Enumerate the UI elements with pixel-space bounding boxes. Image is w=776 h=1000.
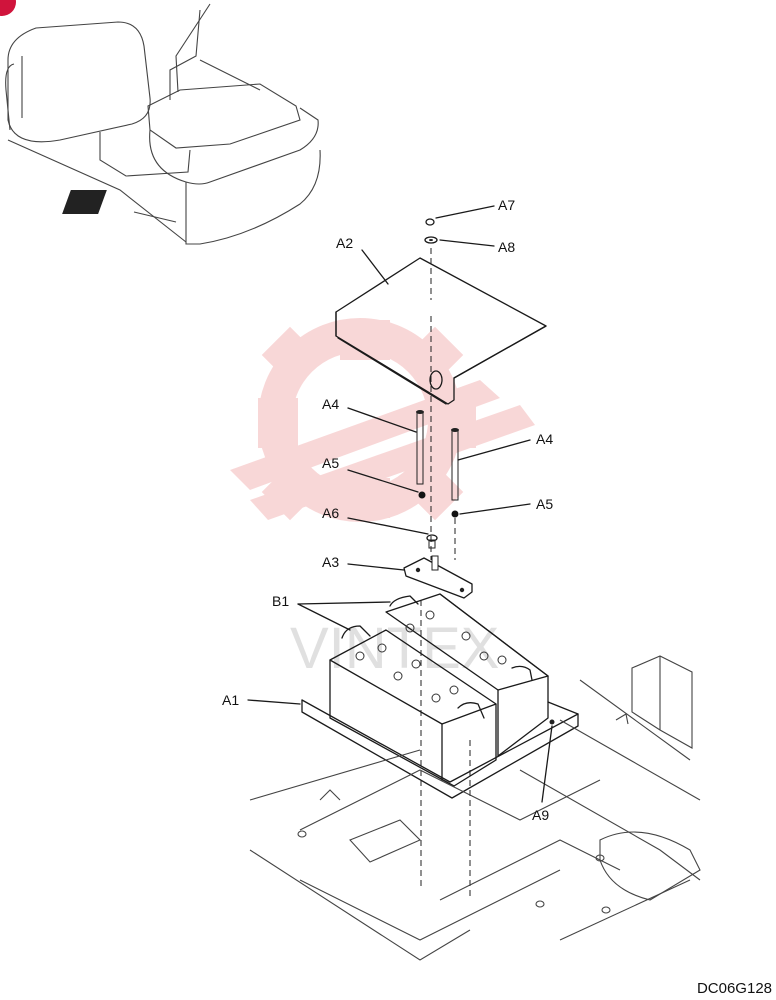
battery-rear: [385, 593, 549, 757]
drawing-code: DC06G128: [697, 980, 772, 997]
long-bolt-left: [416, 410, 424, 485]
label-a2: A2: [336, 235, 353, 251]
washer-a5-right: [451, 510, 459, 518]
label-a5-right: A5: [536, 496, 553, 512]
label-a7: A7: [498, 197, 515, 213]
label-a4-right: A4: [536, 431, 553, 447]
nut-a7: [425, 218, 435, 226]
battery-cover: [335, 257, 547, 405]
label-a6: A6: [322, 505, 339, 521]
battery-front: [329, 625, 497, 787]
washer-a5-left: [418, 491, 426, 499]
seat-overview: [5, 3, 321, 245]
label-a3: A3: [322, 554, 339, 570]
bolt-a6: [426, 534, 438, 549]
center-line-right: [454, 518, 471, 900]
machine-frame: [249, 655, 701, 961]
center-line-main: [420, 248, 432, 888]
leader-lines: [247, 205, 553, 803]
watermark-text: VINTEX: [290, 616, 500, 681]
label-a4-left: A4: [322, 396, 339, 412]
battery-tray: [301, 699, 579, 799]
label-a9: A9: [532, 807, 549, 823]
label-a5-left: A5: [322, 455, 339, 471]
clamp-plate: [403, 555, 473, 599]
washer-a8: [424, 236, 438, 244]
label-a8: A8: [498, 239, 515, 255]
label-b1: B1: [272, 593, 289, 609]
label-a1: A1: [222, 692, 239, 708]
long-bolt-right: [451, 428, 459, 501]
corner-marker-icon: [0, 0, 16, 16]
